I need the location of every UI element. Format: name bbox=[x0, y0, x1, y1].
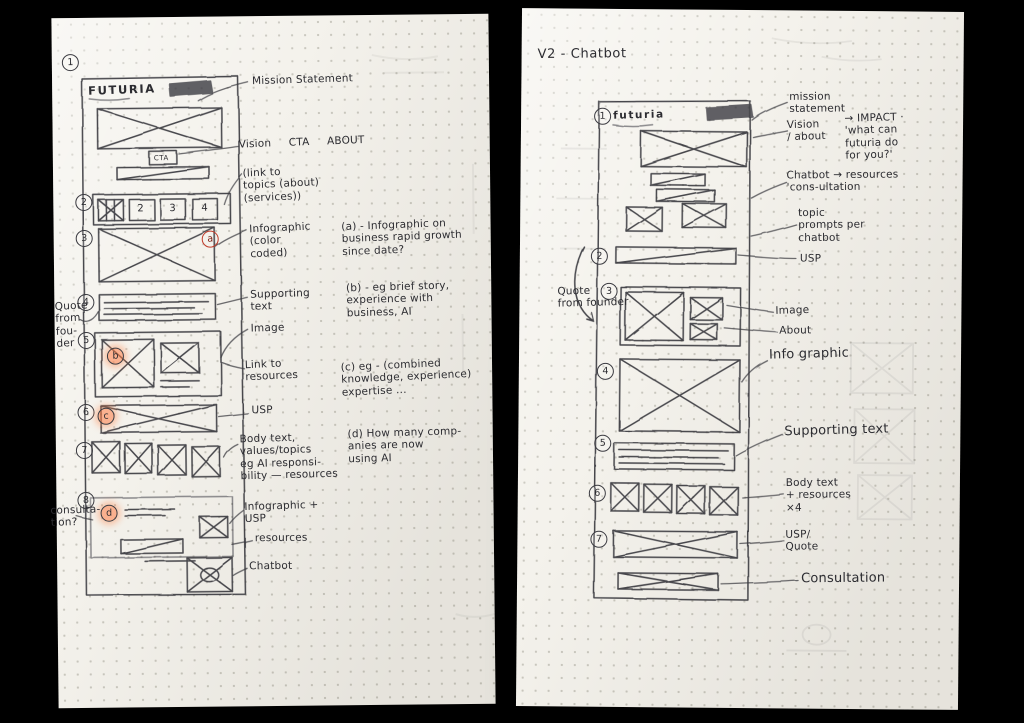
image-about-section-sketch bbox=[619, 286, 742, 347]
callout-infographic-color-coded: Infographic (color coded) bbox=[248, 220, 311, 261]
red-mark-a: a bbox=[201, 230, 219, 248]
bleed-through-sketch bbox=[371, 53, 496, 618]
callout-image: Image bbox=[250, 321, 285, 335]
callout-image: Image bbox=[775, 304, 810, 317]
section-marker: 2 bbox=[75, 193, 93, 212]
margin-note-consultation: consulta- tion? bbox=[50, 503, 101, 530]
usp-section-sketch bbox=[99, 403, 218, 434]
cta-box-label: CTA bbox=[153, 154, 169, 163]
callout-infographic: Info graphic bbox=[768, 345, 850, 363]
section-marker: 7 bbox=[590, 530, 608, 548]
infographic-box-sketch bbox=[618, 358, 741, 433]
page-title: V2 - Chatbot bbox=[537, 46, 627, 62]
callout-leader-lines bbox=[75, 81, 253, 577]
callout-supporting-text: Supporting text bbox=[784, 421, 889, 440]
body-text-row-sketch bbox=[609, 482, 739, 516]
callout-topic-prompts: topic prompts per chatbot bbox=[798, 206, 865, 244]
hero-image-sketch bbox=[88, 97, 223, 181]
callout-chatbot-resources: Chatbot → resources 'cons-ultation bbox=[786, 168, 899, 194]
nav-box-number: 4 bbox=[201, 202, 208, 214]
red-mark-b: b bbox=[106, 347, 125, 365]
brand-name: FUTURIA bbox=[87, 81, 156, 98]
section-marker: 5 bbox=[594, 434, 612, 452]
callout-resources: resources bbox=[254, 531, 308, 545]
callout-body-text-values: Body text, values/topics eg AI responsi-… bbox=[239, 431, 339, 483]
callout-usp-quote: USP/ Quote bbox=[785, 528, 819, 554]
section-marker: 6 bbox=[77, 403, 95, 422]
section-marker: 1 bbox=[594, 107, 612, 125]
wireframe-linework-right bbox=[556, 37, 916, 652]
paper-left-v1: 1 FUTURIA CTA 2 3 4 2 3 4 5 6 7 8 a b c … bbox=[50, 13, 496, 709]
section-marker: 3 bbox=[75, 229, 93, 248]
margin-note-quote: Quote from fou- der bbox=[54, 299, 88, 350]
page-frame-sketch bbox=[593, 100, 752, 601]
callout-link-to-topics: (link to topics (about) (services)) bbox=[242, 165, 320, 205]
nav-row-sketch bbox=[92, 192, 232, 226]
infographic-sketch bbox=[97, 226, 216, 283]
body-text-row-sketch bbox=[91, 440, 221, 478]
callout-body-text-resources: Body text + resources ×4 bbox=[785, 476, 852, 514]
callout-usp: USP bbox=[799, 252, 822, 265]
red-mark-d: d bbox=[100, 504, 118, 522]
callout-infographic-usp: Infographic + USP bbox=[244, 498, 319, 526]
image-section-sketch bbox=[93, 330, 223, 398]
nav-box-number: 2 bbox=[137, 203, 144, 215]
chatbot-box-sketch bbox=[186, 556, 234, 593]
hero-image-sketch bbox=[612, 124, 748, 233]
margin-bracket-sketch bbox=[574, 245, 595, 322]
page-frame-sketch bbox=[81, 75, 247, 596]
section-marker: 7 bbox=[75, 441, 94, 460]
callout-consultation: Consultation bbox=[801, 570, 886, 587]
bleed-through-sketch bbox=[556, 37, 916, 652]
note-a: (a) - Infographic on business rapid grow… bbox=[341, 217, 463, 258]
callout-leader-lines bbox=[720, 101, 799, 585]
section-marker: 6 bbox=[588, 484, 606, 502]
wireframe-linework-left bbox=[75, 53, 496, 618]
margin-note-quote: Quote from founder bbox=[557, 284, 629, 311]
infographic-usp-section-sketch bbox=[89, 495, 234, 563]
paper-right-v2: V2 - Chatbot futuria 1 2 3 4 5 6 7 Quote… bbox=[515, 8, 965, 710]
callout-supporting-text: Supporting text bbox=[250, 287, 311, 314]
callout-vision-about: Vision / about bbox=[786, 118, 826, 144]
consultation-bar-sketch bbox=[617, 572, 719, 591]
callout-mission-statement: mission statement bbox=[789, 90, 846, 116]
red-mark-c: c bbox=[97, 407, 115, 425]
logo-scribble-icon bbox=[705, 104, 754, 121]
page-number-mark: 1 bbox=[61, 54, 79, 72]
usp-bar-sketch bbox=[615, 246, 737, 265]
brand-name: futuria bbox=[612, 108, 665, 122]
note-b: (b) - eg brief story, experience with bu… bbox=[345, 279, 450, 320]
logo-scribble-icon bbox=[168, 79, 213, 97]
supporting-text-sketch bbox=[98, 292, 217, 322]
section-marker: 2 bbox=[590, 247, 608, 265]
note-c: (c) eg - (combined knowledge, experience… bbox=[340, 357, 472, 399]
usp-quote-box-sketch bbox=[612, 530, 739, 559]
nav-box-number: 3 bbox=[169, 203, 176, 215]
section-marker: 4 bbox=[596, 362, 614, 380]
callout-chatbot: Chatbot bbox=[249, 559, 293, 573]
callout-link-to-resources: Link to resources bbox=[244, 357, 299, 384]
callout-impact-question: → IMPACT · 'what can futuria do for you?… bbox=[844, 111, 904, 162]
callout-usp: USP bbox=[251, 404, 273, 417]
callout-about: About bbox=[779, 324, 812, 337]
note-d: (d) How many comp- anies are now using A… bbox=[347, 425, 462, 466]
supporting-text-sketch bbox=[613, 442, 736, 471]
